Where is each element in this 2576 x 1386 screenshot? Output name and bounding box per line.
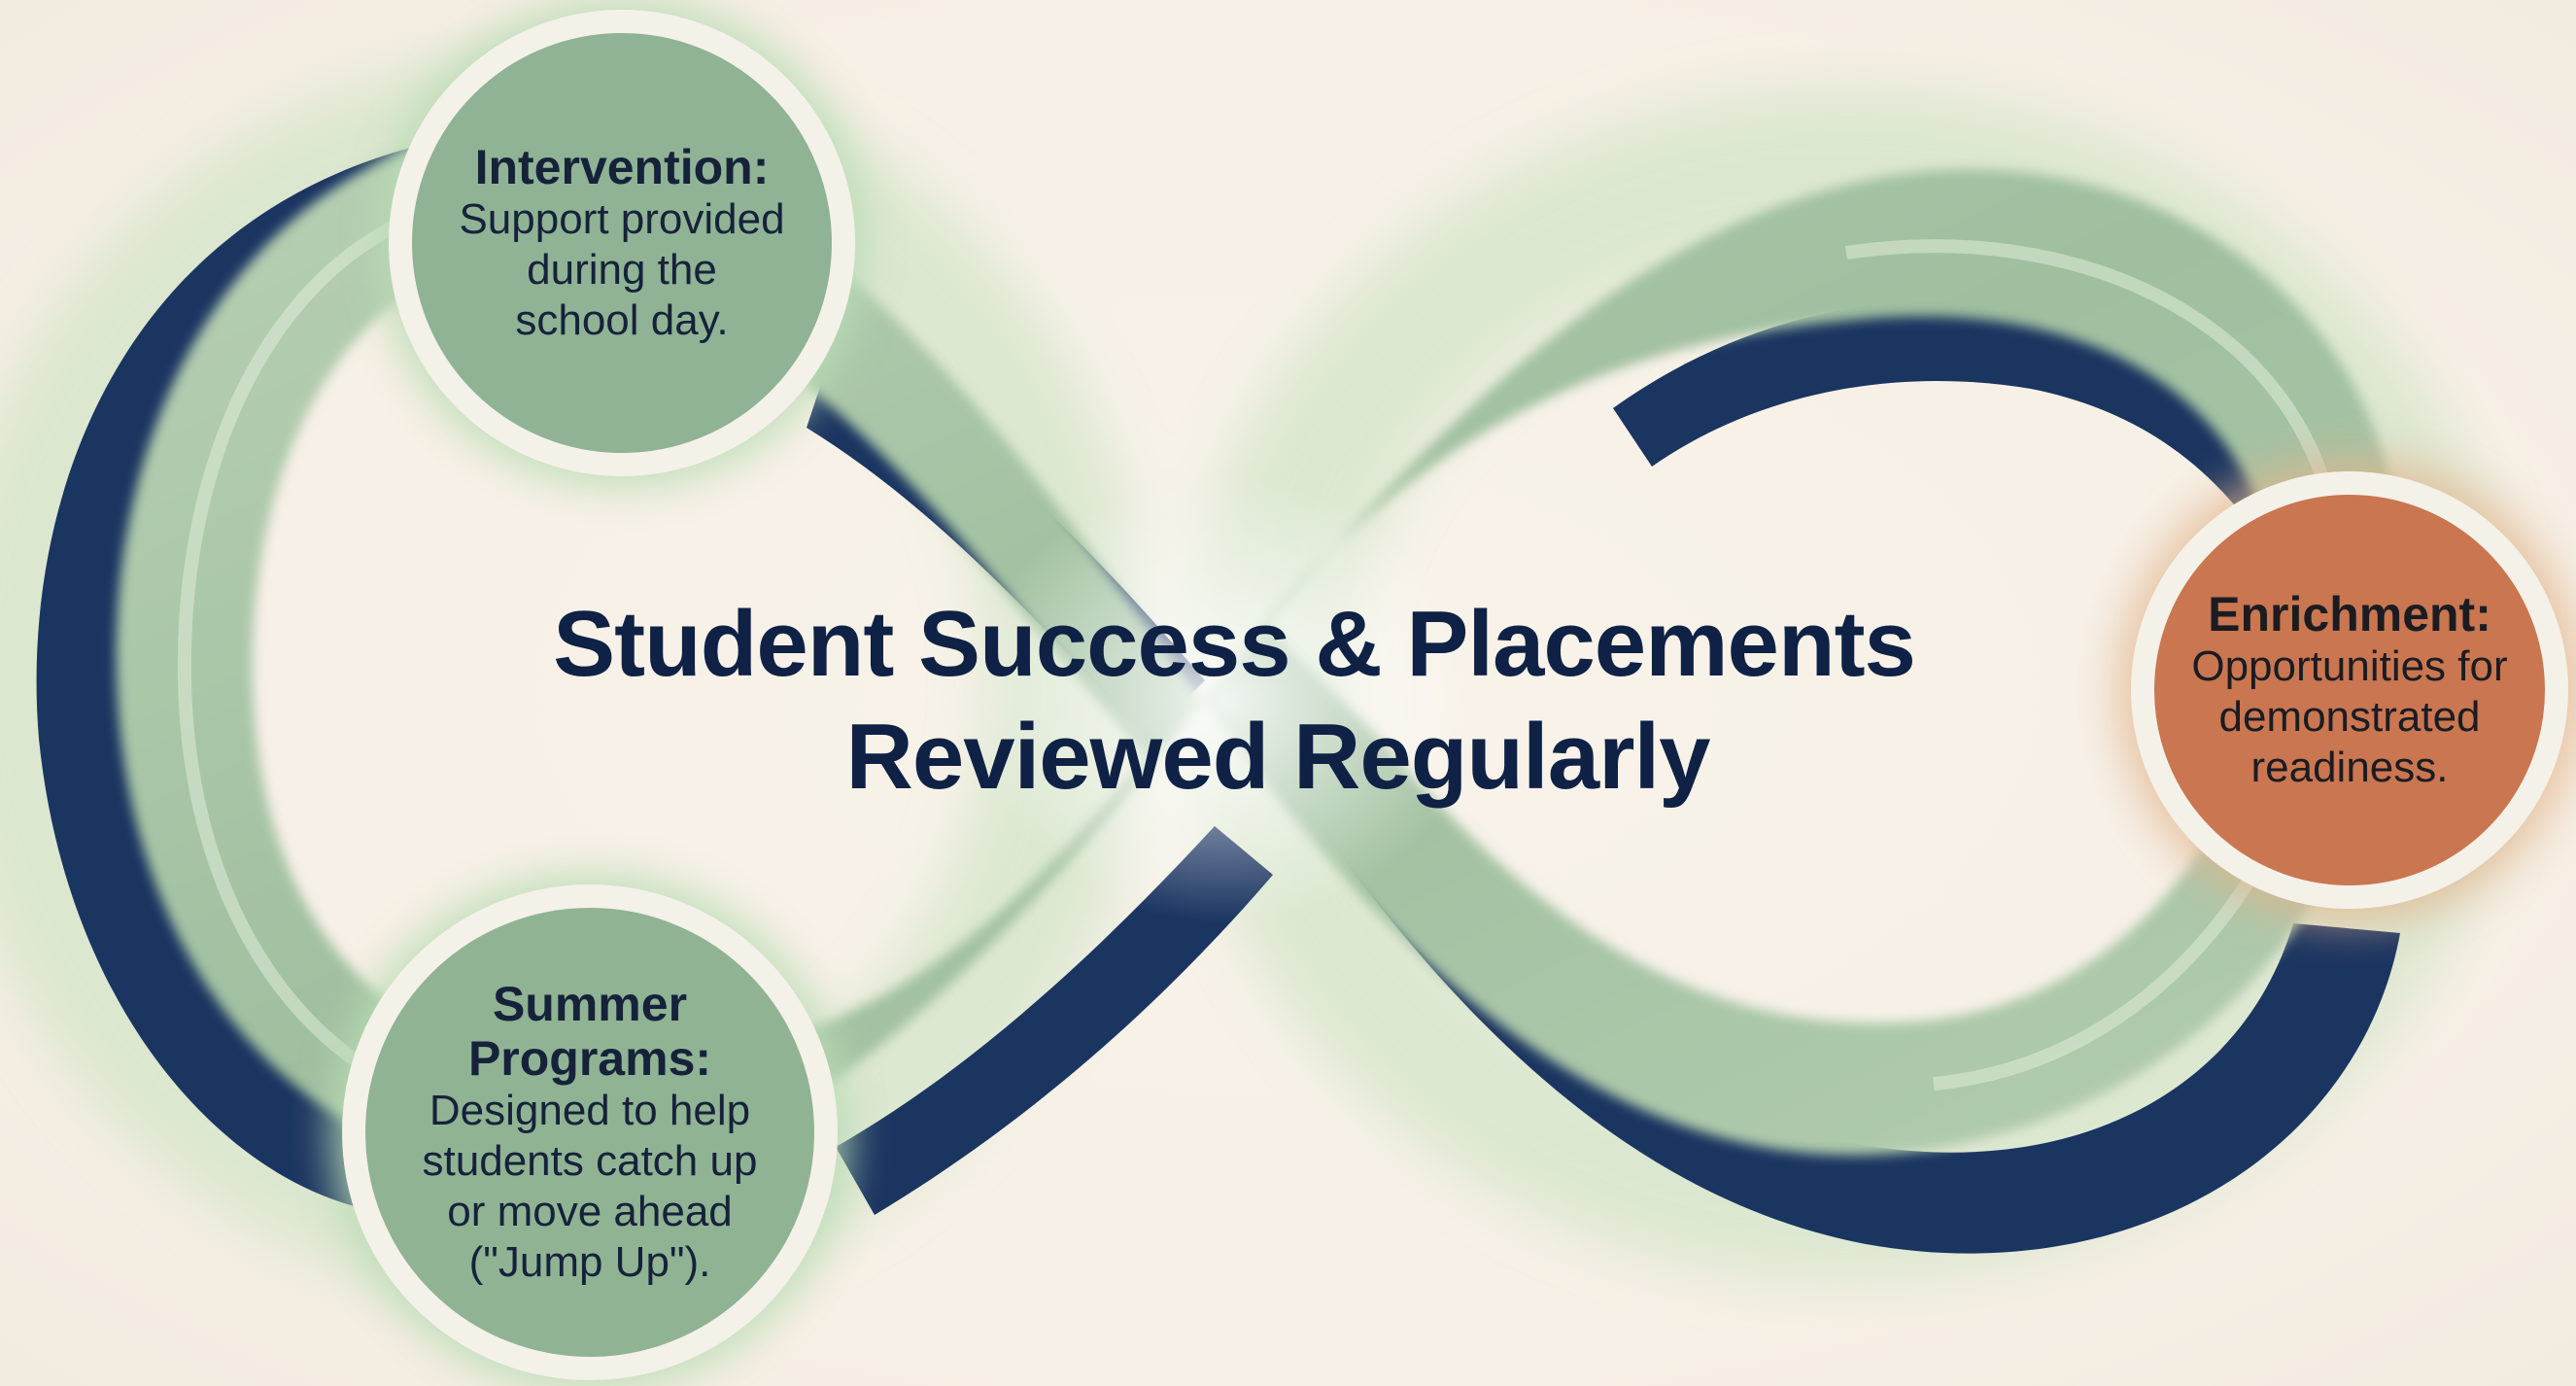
summer-body-line-2: students catch up: [422, 1137, 758, 1185]
intervention-circle: Intervention: Support provided during th…: [389, 10, 855, 476]
intervention-heading: Intervention:: [474, 140, 770, 194]
intervention-body-line-3: school day.: [515, 296, 729, 344]
summer-heading-line-1: Summer: [492, 977, 688, 1031]
title-line-2: Reviewed Regularly: [845, 705, 1710, 809]
summer-heading-line-2: Programs:: [467, 1031, 712, 1086]
title-line-1: Student Success & Placements: [553, 592, 1916, 696]
enrichment-body-line-1: Opportunities for: [2191, 642, 2508, 690]
enrichment-heading: Enrichment:: [2208, 587, 2491, 641]
intervention-body-line-2: during the: [527, 246, 717, 294]
diagram-title: Student Success & Placements Reviewed Re…: [369, 588, 2099, 814]
summer-body-line-1: Designed to help: [429, 1087, 751, 1134]
summer-body-line-4: ("Jump Up").: [468, 1238, 711, 1286]
intervention-body-line-1: Support provided: [459, 195, 785, 243]
crossing-glow: [972, 476, 1477, 923]
enrichment-body-line-3: readiness.: [2250, 744, 2449, 791]
enrichment-circle: Enrichment: Opportunities for demonstrat…: [2131, 471, 2568, 909]
summer-programs-circle: Summer Programs: Designed to help studen…: [342, 884, 838, 1380]
enrichment-body-line-2: demonstrated: [2218, 693, 2481, 741]
summer-body-line-3: or move ahead: [447, 1188, 733, 1235]
